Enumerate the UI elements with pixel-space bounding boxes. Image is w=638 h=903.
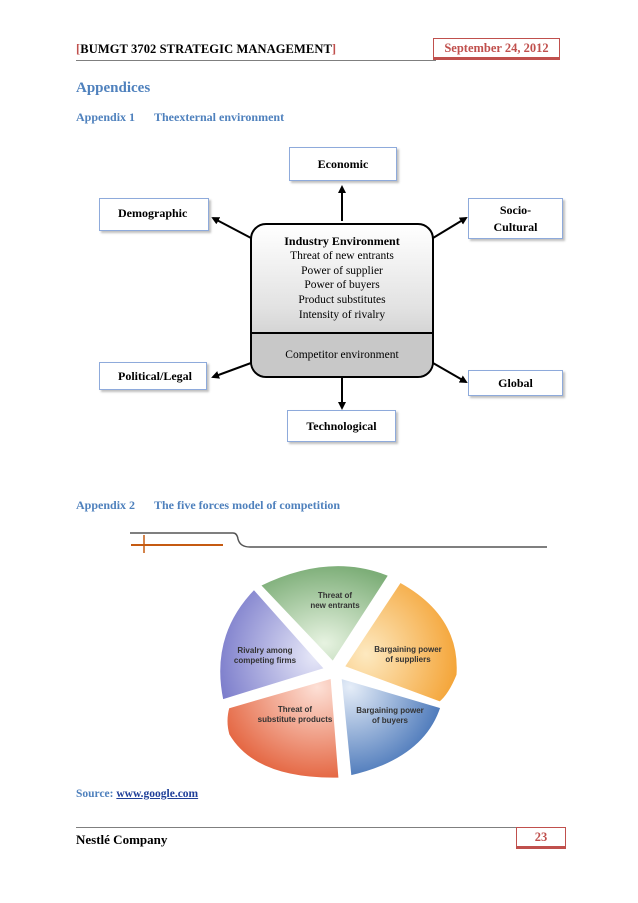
appendix2-number: Appendix 2 [76, 498, 136, 512]
slice-buyers [338, 675, 444, 779]
header-date: September 24, 2012 [433, 38, 560, 60]
label-new-entrants-1: Threat of [318, 591, 353, 600]
label-buyers-1: Bargaining power [356, 706, 424, 715]
label-suppliers-2: of suppliers [385, 655, 431, 664]
arrow-socio [432, 216, 468, 239]
label-rivalry-1: Rivalry among [237, 646, 292, 655]
header-rule [76, 60, 436, 61]
source-line: Source: www.google.com [76, 788, 198, 800]
industry-environment-box: Industry Environment Threat of new entra… [250, 223, 434, 378]
box-global: Global [468, 370, 563, 396]
section-title: Appendices [76, 80, 151, 96]
source-label: Source: [76, 788, 114, 800]
box-economic: Economic [289, 147, 397, 181]
box-socio-cultural: Socio- Cultural [468, 198, 563, 239]
industry-title: Industry Environment [284, 234, 400, 248]
bracket-open: [ [76, 42, 81, 56]
competitor-environment: Competitor environment [252, 334, 432, 376]
force-line: Product substitutes [298, 294, 386, 307]
force-line: Power of buyers [304, 279, 380, 292]
source-link[interactable]: www.google.com [116, 788, 199, 800]
slice-rivalry [217, 586, 328, 703]
box-political-legal: Political/Legal [99, 362, 207, 390]
header-title-text: BUMGT 3702 STRATEGIC MANAGEMENT [80, 42, 332, 56]
arrow-demographic [211, 217, 252, 239]
appendix1-title: Theexternal environment [154, 110, 285, 124]
decorative-rule [130, 532, 547, 553]
socio-line1: Socio- [499, 203, 532, 218]
appendix1-caption: Appendix 1 Theexternal environment [76, 110, 284, 125]
bracket-close: ] [331, 42, 337, 56]
arrow-global [432, 362, 468, 383]
label-suppliers-1: Bargaining power [374, 645, 442, 654]
label-substitutes-2: substitute products [258, 715, 333, 724]
footer-company: Nestlé Company [76, 832, 168, 847]
header-title: [BUMGT 3702 STRATEGIC MANAGEMENT] [76, 42, 336, 57]
force-line: Power of supplier [301, 264, 383, 277]
appendix2-title: The five forces model of competition [154, 498, 341, 512]
page-number: 23 [516, 827, 566, 849]
slice-substitutes [224, 675, 342, 781]
label-rivalry-2: competing firms [234, 656, 297, 665]
five-forces-pie: Threat of new entrants Bargaining power … [217, 563, 460, 781]
label-substitutes-1: Threat of [278, 705, 313, 714]
socio-line2: Cultural [493, 219, 538, 234]
force-line: Intensity of rivalry [298, 308, 386, 321]
appendix1-number: Appendix 1 [76, 110, 136, 124]
label-buyers-2: of buyers [372, 716, 409, 725]
appendix2-caption: Appendix 2 The five forces model of compe… [76, 498, 340, 513]
label-new-entrants-2: new entrants [310, 601, 360, 610]
central-divider [252, 332, 432, 334]
slice-new-entrants [257, 563, 392, 665]
box-demographic: Demographic [99, 198, 209, 231]
arrow-political [211, 362, 252, 379]
force-line: Threat of new entrants [290, 250, 394, 262]
slice-suppliers [341, 579, 460, 705]
box-technological: Technological [287, 410, 396, 442]
footer-rule [76, 827, 516, 828]
